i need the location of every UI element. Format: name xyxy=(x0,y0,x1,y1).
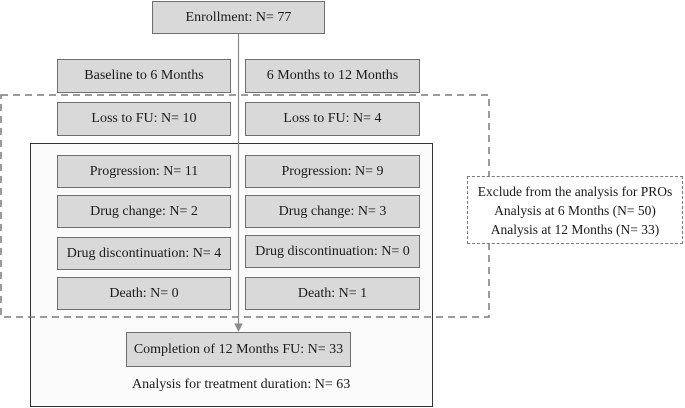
exclusion-dashed-region xyxy=(0,94,490,318)
treatment-duration-label: Analysis for treatment duration: N= 63 xyxy=(132,377,351,392)
drug-discontinuation-left: Drug discontinuation: N= 4 xyxy=(57,237,231,270)
loss-to-fu-right: Loss to FU: N= 4 xyxy=(245,102,420,136)
period-header-left: Baseline to 6 Months xyxy=(57,59,231,93)
period-header-right: 6 Months to 12 Months xyxy=(245,59,420,93)
exclusion-line-2: Analysis at 6 Months (N= 50) xyxy=(494,202,656,218)
drug-change-left: Drug change: N= 2 xyxy=(57,195,231,228)
death-left: Death: N= 0 xyxy=(57,277,231,310)
exclusion-line-1: Exclude from the analysis for PROs xyxy=(477,183,673,199)
exclusion-line-3: Analysis at 12 Months (N= 33) xyxy=(490,221,660,237)
enrollment-box: Enrollment: N= 77 xyxy=(152,1,325,34)
death-right: Death: N= 1 xyxy=(245,277,420,310)
completion-box: Completion of 12 Months FU: N= 33 xyxy=(126,332,351,367)
drug-change-right: Drug change: N= 3 xyxy=(245,195,420,228)
progression-right: Progression: N= 9 xyxy=(245,155,420,188)
drug-discontinuation-right: Drug discontinuation: N= 0 xyxy=(245,235,420,268)
loss-to-fu-left: Loss to FU: N= 10 xyxy=(57,102,231,136)
exclusion-note-box: Exclude from the analysis for PROs Analy… xyxy=(467,176,683,244)
progression-left: Progression: N= 11 xyxy=(57,155,231,188)
